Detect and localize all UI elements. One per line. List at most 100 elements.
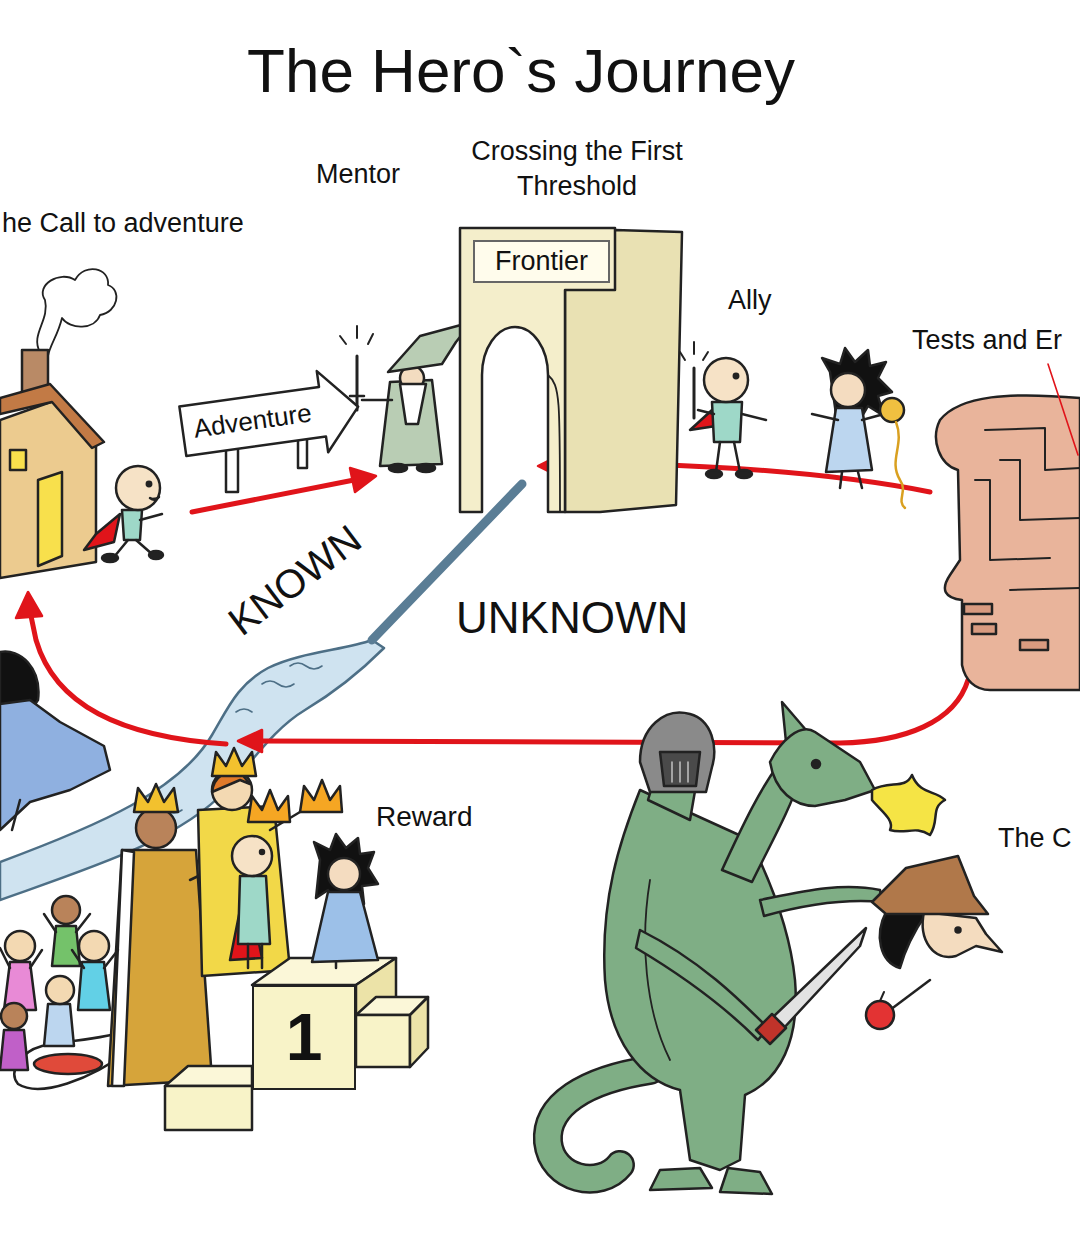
child-arm [30,950,42,968]
dragon-foot [650,1168,712,1190]
label-slot: Mentor [316,158,400,190]
child-head [46,976,74,1004]
label-slot: Ally [728,284,772,316]
hero-eye [147,482,151,486]
child-body [0,1030,28,1070]
hero-arm [140,514,162,520]
witch-hair [880,912,926,968]
dragon-arm [760,887,882,916]
ally-hero-head [704,358,748,402]
child-arm [72,950,84,968]
child-head [52,896,80,924]
river-wave [236,709,252,712]
child-head [79,931,109,961]
ally-hero-sword [693,368,696,418]
node-text: 1 [286,1000,323,1076]
ally-hero-body [712,402,742,442]
child-arm [76,914,90,932]
arch-front [460,228,615,512]
poison-apple [866,1001,894,1029]
node-text: Frontier [495,246,588,277]
house-roof [0,384,104,448]
dragon-fire [872,775,945,835]
flaming-crown [248,790,290,822]
stage-label: Tests and Er [912,324,1062,356]
ally-leg [858,472,862,488]
wizard-foot [389,464,407,472]
ally-hero-arm [698,410,714,414]
winner-body [238,876,270,944]
departure-arrow [192,480,354,512]
yellow-king-robe [198,806,290,976]
winner-leg [261,944,264,968]
sign-face: Adventure [179,387,326,456]
wand-spark [356,326,358,338]
helmet-mask [660,752,700,786]
arch-inner [548,375,560,512]
podium-step-top [165,1066,252,1086]
arrowhead [16,592,42,618]
diagram-title: The Hero`s Journey [0,34,1042,108]
winner-head [232,836,272,876]
stage-label: Mentor [316,158,400,190]
brick [1020,640,1048,650]
title-slot: The Hero`s Journey [0,34,1042,108]
podium-step-front [356,1015,410,1067]
journey-loop-bottom [258,680,968,743]
leader-line [1048,364,1078,455]
sword-spark [680,352,685,360]
dragon-tail-outline [548,1070,650,1179]
podium-step-front [165,1086,252,1130]
child-head [1,1003,27,1029]
frontier-sign: Frontier [473,240,610,283]
royal-train-lining [34,1054,102,1074]
ally-leg [840,472,842,488]
hero-shoe [149,551,163,559]
winner-face [328,858,360,890]
wizard-beard [400,384,426,424]
label-slot: UNKNOWN [456,592,688,645]
ally-arm [812,414,838,420]
stage-label: Reward [376,800,472,834]
river-wave [290,663,322,669]
dragon-eye [812,760,820,768]
stage-label: Crossing the First Threshold [446,134,708,204]
stage-label: UNKNOWN [456,592,688,645]
apple-stem [880,992,884,1001]
yarn-thread [896,422,905,508]
hero-shoe [102,554,118,562]
ally-hero-eye [734,374,738,378]
ally-hero-shoe [706,470,722,478]
winner-eye [260,850,264,854]
witch-arm [890,980,930,1010]
child-arm [44,914,56,932]
child-body [44,1004,74,1046]
wizard-wand [356,356,359,410]
dragon-head [770,729,875,806]
chimney-smoke [37,269,116,356]
adventure-signpost: Adventure [175,364,366,474]
dragon-belly [645,880,670,1060]
stage-label: The C [998,822,1072,854]
ally-face [831,373,865,407]
dagger-blade [772,928,866,1030]
ally-hero-leg [734,442,740,472]
brick [964,604,992,614]
dragon-tail [548,1070,650,1179]
winner-leg [247,944,250,968]
returning-cape [0,700,110,830]
brick [972,624,996,634]
sword-spark [693,342,695,354]
crown [212,748,256,776]
wizard-robe [380,380,442,466]
wand-guard [350,395,364,398]
house-window [10,450,26,470]
returning-leg [12,800,20,830]
ochre-king-head [136,808,176,848]
hero-cape [84,514,120,550]
yarn-ball [880,398,904,422]
label-slot: Reward [376,800,472,834]
house-door [38,472,62,566]
witch-hat [872,856,988,914]
